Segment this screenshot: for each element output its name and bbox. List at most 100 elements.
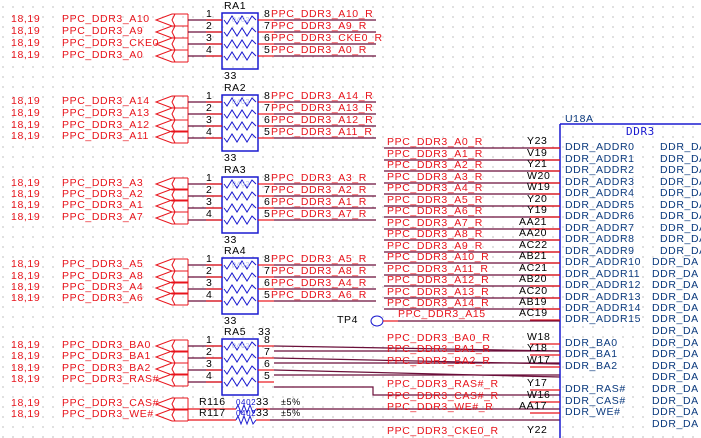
resistor-element-icon — [223, 121, 257, 131]
resistor-array-ref[interactable]: RA4 — [224, 245, 247, 257]
pin-number: 3 — [206, 32, 213, 44]
net-label[interactable]: PPC_DDR3_A8_R — [387, 228, 483, 240]
offpage-net-label[interactable]: PPC_DDR3_BA2 — [62, 362, 151, 374]
net-label[interactable]: PPC_DDR3_A7_R — [271, 208, 367, 220]
net-label[interactable]: PPC_DDR3_WE#_R — [387, 401, 494, 413]
offpage-net-label[interactable]: PPC_DDR3_A12 — [62, 119, 150, 131]
net-label[interactable]: PPC_DDR3_A13_R — [387, 286, 490, 298]
offpage-net-label[interactable]: PPC_DDR3_A0 — [62, 49, 144, 61]
net-label[interactable]: PPC_DDR3_A6_R — [387, 205, 483, 217]
net-label[interactable]: PPC_DDR3_A0_R — [271, 44, 367, 56]
net-label[interactable]: PPC_DDR3_CKE0_R — [271, 32, 383, 44]
offpage-net-label[interactable]: PPC_DDR3_A1 — [62, 199, 144, 211]
ic-pin-name-right: DDR_DA — [652, 313, 699, 325]
offpage-connector-icon — [154, 119, 188, 133]
resistor-array-ref[interactable]: RA1 — [224, 0, 247, 12]
net-label[interactable]: PPC_DDR3_A3_R — [387, 171, 483, 183]
resistor-array-ref[interactable]: RA3 — [224, 164, 247, 176]
offpage-connector-icon — [154, 373, 188, 387]
net-label[interactable]: PPC_DDR3_A10_R — [271, 8, 374, 20]
offpage-ref: 18,19 — [11, 362, 41, 374]
net-label[interactable]: PPC_DDR3_A10_R — [387, 251, 490, 263]
offpage-net-label[interactable]: PPC_DDR3_A13 — [62, 107, 150, 119]
pin-number: 3 — [206, 277, 213, 289]
net-label[interactable]: PPC_DDR3_A11_R — [271, 126, 373, 138]
package-label: 0402 — [232, 343, 250, 350]
net-label[interactable]: PPC_DDR3_BA1_R — [387, 343, 491, 355]
offpage-net-label[interactable]: PPC_DDR3_A8 — [62, 270, 144, 282]
offpage-net-label[interactable]: PPC_DDR3_CKE0 — [62, 37, 160, 49]
ic-ball-number: AA21 — [519, 216, 548, 228]
net-label[interactable]: PPC_DDR3_CAS#_R — [387, 390, 499, 402]
net-label[interactable]: PPC_DDR3_A14_R — [271, 90, 374, 102]
ic-pin-name-right: DDR_DA — [660, 141, 701, 153]
offpage-net-label[interactable]: PPC_DDR3_A6 — [62, 292, 144, 304]
net-label[interactable]: PPC_DDR3_RAS#_R — [387, 378, 499, 390]
ic-pin-name-right: DDR_DA — [660, 199, 701, 211]
offpage-net-label[interactable]: PPC_DDR3_BA1 — [62, 350, 151, 362]
offpage-net-label[interactable]: PPC_DDR3_A2 — [62, 188, 144, 200]
offpage-net-label[interactable]: PPC_DDR3_RAS# — [62, 373, 160, 385]
testpoint-icon[interactable] — [370, 315, 384, 327]
pin-number: 6 — [264, 358, 271, 370]
resistor-ref[interactable]: R116 — [199, 396, 226, 408]
offpage-net-label[interactable]: PPC_DDR3_A5 — [62, 258, 144, 270]
resistor-element-icon — [223, 97, 257, 107]
offpage-connector-icon — [171, 37, 176, 51]
resistor-ref[interactable]: R117 — [199, 407, 226, 419]
net-label[interactable]: PPC_DDR3_BA2_R — [387, 355, 491, 367]
resistor-element-icon — [223, 377, 257, 387]
offpage-net-label[interactable]: PPC_DDR3_BA0 — [62, 339, 151, 351]
offpage-connector-icon — [171, 350, 176, 364]
offpage-ref: 18,19 — [11, 350, 41, 362]
offpage-connector-icon — [171, 25, 176, 39]
net-label[interactable]: PPC_DDR3_A7_R — [387, 217, 483, 229]
net-label[interactable]: PPC_DDR3_A0_R — [387, 136, 483, 148]
offpage-net-label[interactable]: PPC_DDR3_CAS# — [62, 397, 160, 409]
net-label[interactable]: PPC_DDR3_A9_R — [387, 240, 483, 252]
offpage-net-label[interactable]: PPC_DDR3_A9 — [62, 25, 144, 37]
net-label[interactable]: PPC_DDR3_A1_R — [271, 196, 367, 208]
net-label[interactable]: PPC_DDR3_A2_R — [271, 184, 367, 196]
net-label[interactable]: PPC_DDR3_A4_R — [387, 182, 483, 194]
offpage-net-label[interactable]: PPC_DDR3_A4 — [62, 281, 144, 293]
pin-number: 4 — [206, 370, 213, 382]
net-label[interactable]: PPC_DDR3_A3_R — [271, 172, 367, 184]
resistor-array-value: 33 — [224, 152, 237, 164]
offpage-ref: 18,19 — [11, 408, 41, 420]
net-label[interactable]: PPC_DDR3_CKE0_R — [387, 425, 499, 437]
ic-pin-name: DDR_ADDR13 — [565, 291, 642, 303]
resistor-element-icon — [223, 215, 257, 225]
offpage-net-label[interactable]: PPC_DDR3_A7 — [62, 211, 144, 223]
net-label[interactable]: PPC_DDR3_A5_R — [387, 194, 483, 206]
net-label[interactable]: PPC_DDR3_A6_R — [271, 289, 367, 301]
net-label[interactable]: PPC_DDR3_A12_R — [387, 274, 490, 286]
resistor-array-ref[interactable]: RA2 — [224, 82, 247, 94]
resistor-array-ref[interactable]: RA5 — [224, 326, 247, 338]
net-label[interactable]: PPC_DDR3_A5_R — [271, 253, 367, 265]
net-label[interactable]: PPC_DDR3_BA0_R — [387, 332, 491, 344]
offpage-net-label[interactable]: PPC_DDR3_A14 — [62, 95, 150, 107]
testpoint-ref[interactable]: TP4 — [337, 314, 359, 326]
net-label[interactable]: PPC_DDR3_A13_R — [271, 102, 374, 114]
offpage-net-label[interactable]: PPC_DDR3_WE# — [62, 408, 154, 420]
ic-ref[interactable]: U18A — [565, 113, 594, 125]
net-label[interactable]: PPC_DDR3_A1_R — [387, 148, 483, 160]
net-label[interactable]: PPC_DDR3_A15 — [398, 308, 486, 320]
net-label[interactable]: PPC_DDR3_A14_R — [387, 297, 490, 309]
offpage-ref: 18,19 — [11, 281, 41, 293]
offpage-net-label[interactable]: PPC_DDR3_A3 — [62, 177, 144, 189]
offpage-net-label[interactable]: PPC_DDR3_A11 — [62, 130, 149, 142]
net-label[interactable]: PPC_DDR3_A8_R — [271, 265, 367, 277]
net-label[interactable]: PPC_DDR3_A11_R — [387, 263, 489, 275]
net-label[interactable]: PPC_DDR3_A4_R — [271, 277, 367, 289]
resistor-value: 33 — [256, 396, 269, 408]
net-label[interactable]: PPC_DDR3_A2_R — [387, 159, 483, 171]
resistor-array-value: 33 — [224, 70, 237, 82]
ic-pin-name: DDR_RAS# — [565, 383, 626, 395]
offpage-net-label[interactable]: PPC_DDR3_A10 — [62, 13, 150, 25]
net-label[interactable]: PPC_DDR3_A12_R — [271, 114, 374, 126]
net-label[interactable]: PPC_DDR3_A9_R — [271, 20, 367, 32]
offpage-connector-icon — [171, 397, 176, 411]
